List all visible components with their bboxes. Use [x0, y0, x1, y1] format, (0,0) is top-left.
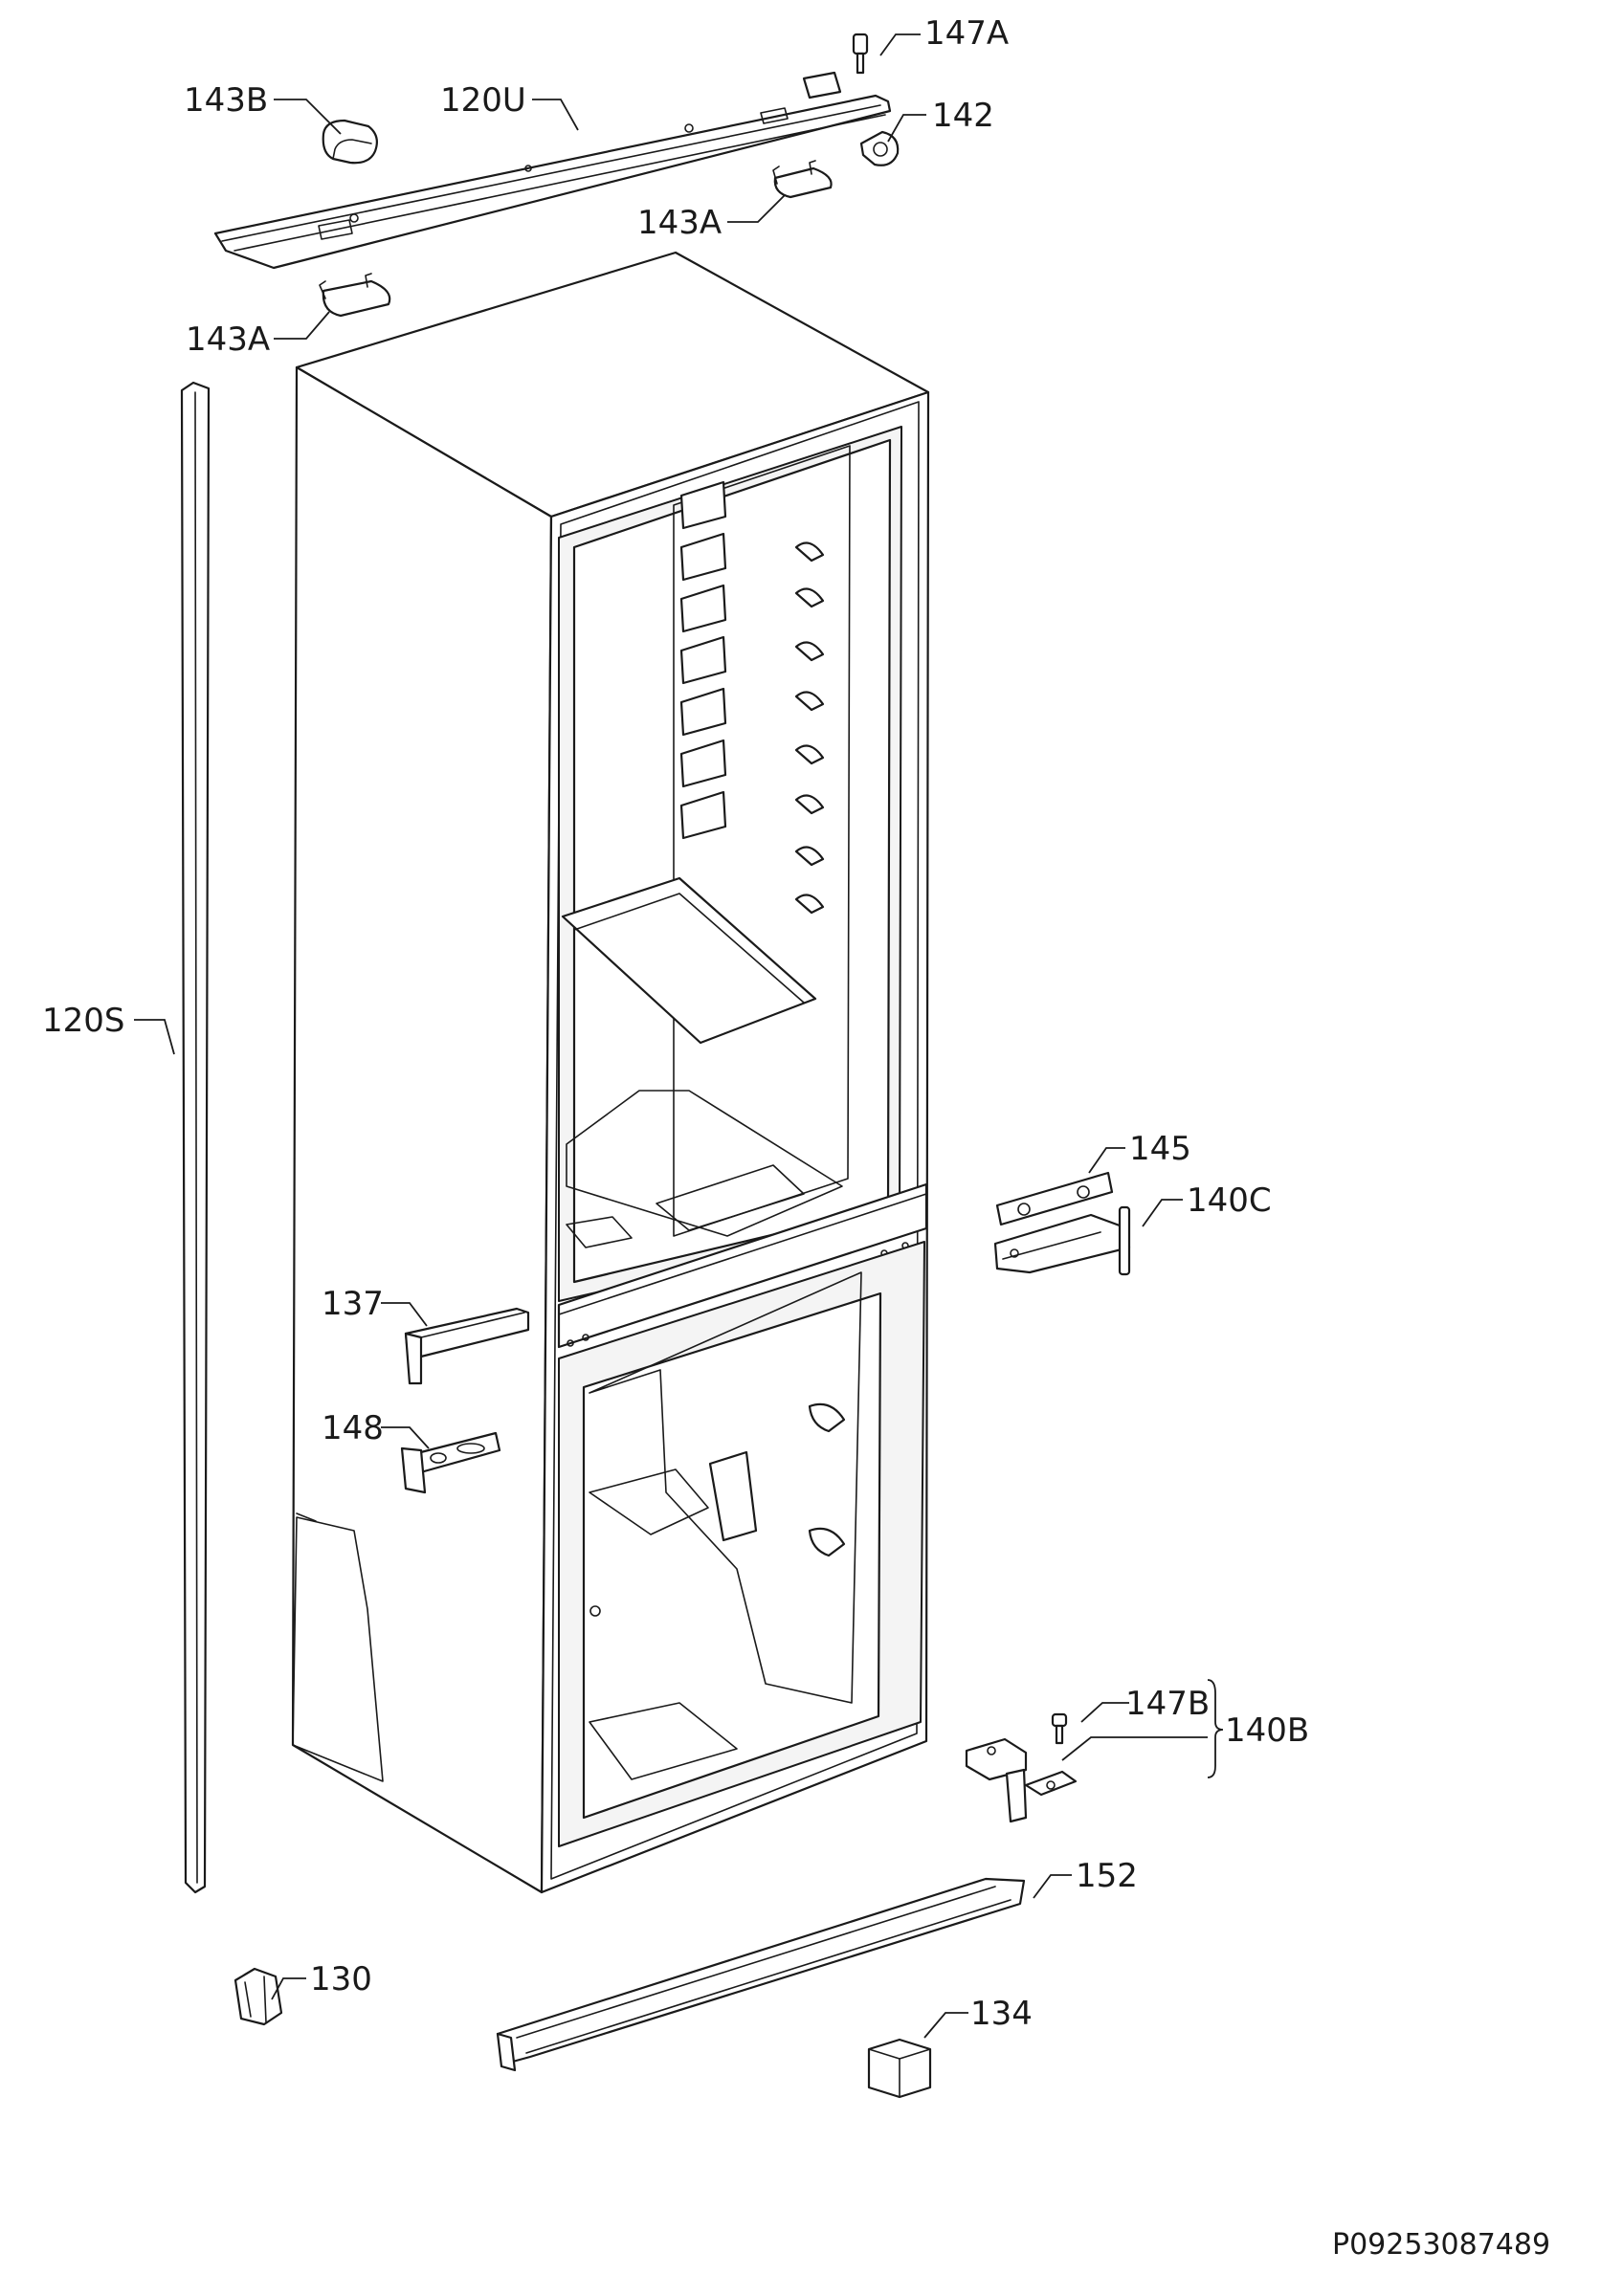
label-143B: 143B: [184, 81, 268, 120]
label-134: 134: [970, 1995, 1033, 2033]
part-140C-middle-hinge: [993, 1205, 1131, 1276]
part-labels: 147A 143B 120U 142 143A 143A 120S 145 14…: [42, 14, 1550, 2262]
part-143B-cap: [322, 119, 378, 165]
part-143A-cover-left: [319, 273, 391, 318]
leader-lines: [134, 33, 1224, 2039]
part-142-bushing: [859, 130, 900, 166]
label-120S: 120S: [42, 1002, 124, 1040]
label-143A-top: 143A: [637, 204, 722, 242]
label-140C: 140C: [1187, 1181, 1272, 1220]
label-152: 152: [1076, 1857, 1138, 1895]
label-120U: 120U: [440, 81, 526, 120]
cabinet-left-side: [291, 365, 553, 1894]
part-130-foot: [233, 1967, 283, 2026]
label-147A: 147A: [924, 14, 1009, 53]
label-137: 137: [322, 1285, 384, 1323]
label-148: 148: [322, 1409, 384, 1447]
part-134-block: [867, 2038, 932, 2099]
document-reference: P09253087489: [1332, 2228, 1550, 2262]
divider-bar: [557, 1182, 928, 1349]
label-140B: 140B: [1225, 1711, 1309, 1750]
part-137-bracket: [404, 1307, 530, 1385]
shelf-supports-left: [679, 480, 727, 840]
part-147A-screw: [852, 33, 869, 75]
part-152-plinth: [496, 1877, 1026, 2072]
glass-shelf: [561, 876, 817, 1045]
part-140B-bottom-hinge: [965, 1737, 1078, 1823]
label-143A-left: 143A: [186, 320, 270, 359]
shelf-supports-right: [794, 541, 825, 915]
part-143A-cover-top: [772, 160, 833, 199]
label-147B: 147B: [1125, 1685, 1210, 1723]
part-148-plate: [400, 1431, 501, 1494]
label-130: 130: [310, 1960, 372, 1998]
label-142: 142: [932, 97, 994, 135]
part-145-plate: [995, 1171, 1114, 1226]
cabinet-body: [291, 251, 930, 1894]
part-120U-top-rail: [213, 71, 892, 270]
label-145: 145: [1129, 1130, 1191, 1168]
part-120S-side-strip: [180, 381, 211, 1894]
part-147B-screw: [1051, 1712, 1068, 1745]
